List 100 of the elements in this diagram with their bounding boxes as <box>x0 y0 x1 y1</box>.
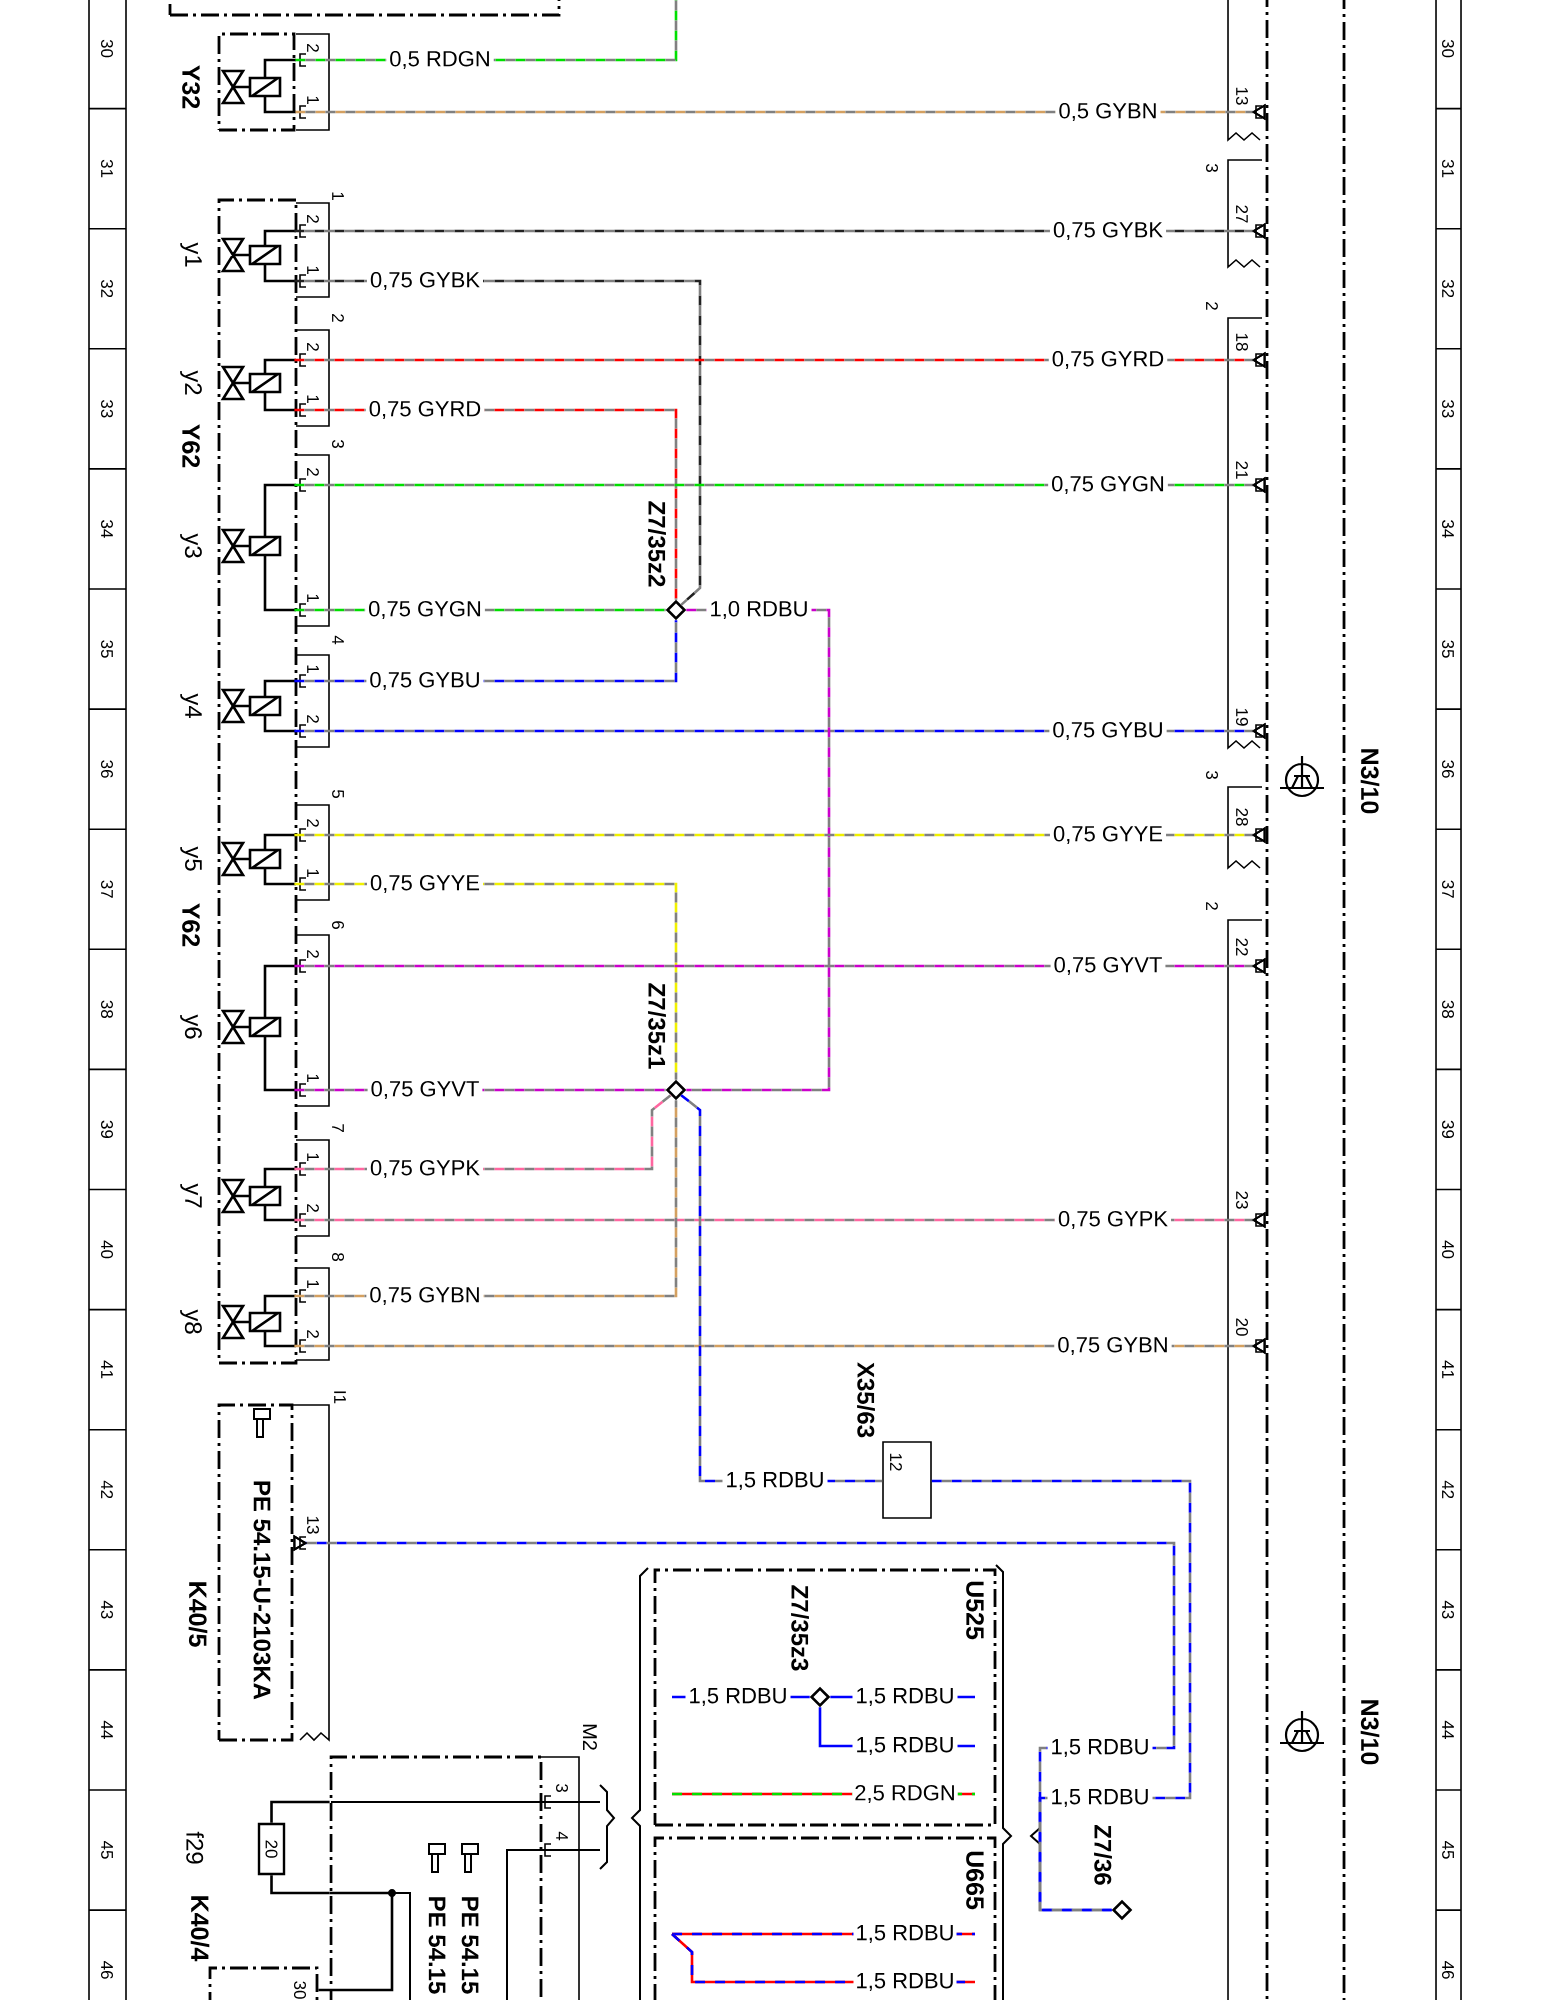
wire-label: 0,75 GYPK <box>1055 1207 1172 1233</box>
pin-number: 28 <box>1236 808 1248 826</box>
wire-label: 0,5 RDGN <box>386 47 494 73</box>
part-number: PE 54.15-U-2103KA <box>253 1481 271 1700</box>
pin-number: 30 <box>294 1981 306 1999</box>
row-number: 30 <box>1442 39 1454 58</box>
component-label: Y32 <box>182 65 200 109</box>
component-label: Y62 <box>182 424 200 468</box>
component-label: U525 <box>966 1581 984 1640</box>
pin-number: 1 <box>307 665 319 673</box>
row-number: 37 <box>1442 880 1454 898</box>
valve-label: y7 <box>180 1183 202 1208</box>
row-number: 41 <box>101 1360 113 1379</box>
wire-label: 1,5 RDBU <box>1047 1786 1153 1810</box>
wire-label: 0,75 GYBU <box>366 668 484 694</box>
pin-number: 1 <box>307 869 319 877</box>
row-number: 36 <box>101 760 113 778</box>
wire-label: 1,5 RDBU <box>722 1469 828 1493</box>
part-number: PE 54.15 <box>428 1897 446 1994</box>
pin-number: 3 <box>556 1783 568 1792</box>
pin-number: 4 <box>332 635 344 645</box>
wire-label: 1,5 RDBU <box>852 1685 958 1709</box>
wire-label: 1,5 RDBU <box>685 1685 791 1709</box>
component-label: M2 <box>583 1724 597 1750</box>
row-number: 34 <box>1442 520 1454 538</box>
wire-label: 0,75 GYBK <box>366 268 484 294</box>
wire-label: 1,0 RDBU <box>706 597 812 623</box>
pin-number: 2 <box>307 1330 319 1338</box>
row-number: 43 <box>1442 1600 1454 1619</box>
valve-label: y5 <box>180 846 202 871</box>
component-label: K40/4 <box>190 1896 210 1962</box>
wire-label: 0,5 GYBN <box>1055 99 1161 125</box>
row-number: 45 <box>1442 1840 1454 1859</box>
pin-number: 8 <box>332 1253 344 1261</box>
pin-number: 1 <box>307 594 319 602</box>
row-number: 42 <box>1442 1480 1454 1499</box>
pin-number: 18 <box>1236 333 1248 351</box>
wire-label: 1,5 RDBU <box>853 1971 957 1993</box>
pin-number: 2 <box>307 44 319 52</box>
splice-label: Z7/36 <box>1094 1825 1112 1885</box>
row-number: 46 <box>101 1961 113 1979</box>
row-number: 40 <box>1442 1240 1454 1259</box>
pin-number: 1 <box>307 1074 319 1082</box>
row-number: 46 <box>1442 1961 1454 1979</box>
wire <box>270 1875 330 1895</box>
row-number: 33 <box>1442 400 1454 418</box>
row-number: 44 <box>1442 1720 1454 1739</box>
pin-number: 2 <box>1206 302 1218 310</box>
part-number: PE 54.15 <box>461 1897 479 1994</box>
pin-number: 13 <box>307 1516 319 1534</box>
pin-number: 2 <box>307 1204 319 1212</box>
valve-label: y2 <box>180 370 202 395</box>
wire-label: 0,75 GYYE <box>366 871 484 897</box>
row-number: 34 <box>101 520 113 538</box>
pin-number: I1 <box>334 1391 346 1404</box>
valve-label: y6 <box>180 1014 202 1039</box>
pin-number: 27 <box>1236 205 1248 223</box>
pin-number: 23 <box>1236 1191 1248 1209</box>
row-number: 37 <box>101 880 113 898</box>
pin-number: 1 <box>307 1280 319 1288</box>
row-number: 35 <box>1442 640 1454 658</box>
pin-number: 1 <box>307 395 319 403</box>
valve-label: y4 <box>180 693 202 718</box>
pin-number: 2 <box>332 314 344 322</box>
pin-number: 1 <box>307 96 319 104</box>
component-label: K40/5 <box>188 1582 208 1647</box>
pin-number: 2 <box>1206 902 1218 910</box>
component-label: U665 <box>966 1851 984 1910</box>
pin-number: 3 <box>1206 770 1218 779</box>
pin-number: 12 <box>890 1453 902 1471</box>
row-number: 44 <box>101 1720 113 1739</box>
wire <box>318 1891 394 1992</box>
row-number: 32 <box>1442 279 1454 298</box>
row-number: 41 <box>1442 1360 1454 1379</box>
pin-number: 7 <box>332 1124 344 1132</box>
wire-label: 0,75 GYBK <box>1049 218 1167 244</box>
row-number: 33 <box>101 400 113 418</box>
splice-label: Z7/35z2 <box>648 501 666 587</box>
wire-label: 1,5 RDBU <box>1047 1736 1153 1760</box>
row-number: 39 <box>1442 1120 1454 1139</box>
pin-number: 1 <box>307 1153 319 1161</box>
fuse-label: f29 <box>186 1831 204 1864</box>
wire-label: 0,75 GYGN <box>1048 472 1168 498</box>
pin-number: 1 <box>307 266 319 274</box>
wire-label: 0,75 GYVT <box>1050 953 1166 979</box>
component-label: Y62 <box>182 903 200 947</box>
pin-number: 22 <box>1236 938 1248 956</box>
row-number: 43 <box>101 1600 113 1619</box>
row-number: 31 <box>101 159 113 178</box>
pin-number: 2 <box>307 215 319 223</box>
pin-number: 2 <box>307 715 319 723</box>
wire-label: 0,75 GYYE <box>1049 822 1167 848</box>
splice-label: Z7/35z3 <box>791 1585 809 1671</box>
wire-label: 2,5 RDGN <box>852 1782 958 1806</box>
valve-label: y8 <box>180 1309 202 1334</box>
valve-label: y3 <box>180 533 202 558</box>
valve-label: y1 <box>180 242 202 267</box>
pin-number: 3 <box>332 439 344 448</box>
row-number: 31 <box>1442 159 1454 178</box>
row-number: 35 <box>101 640 113 658</box>
